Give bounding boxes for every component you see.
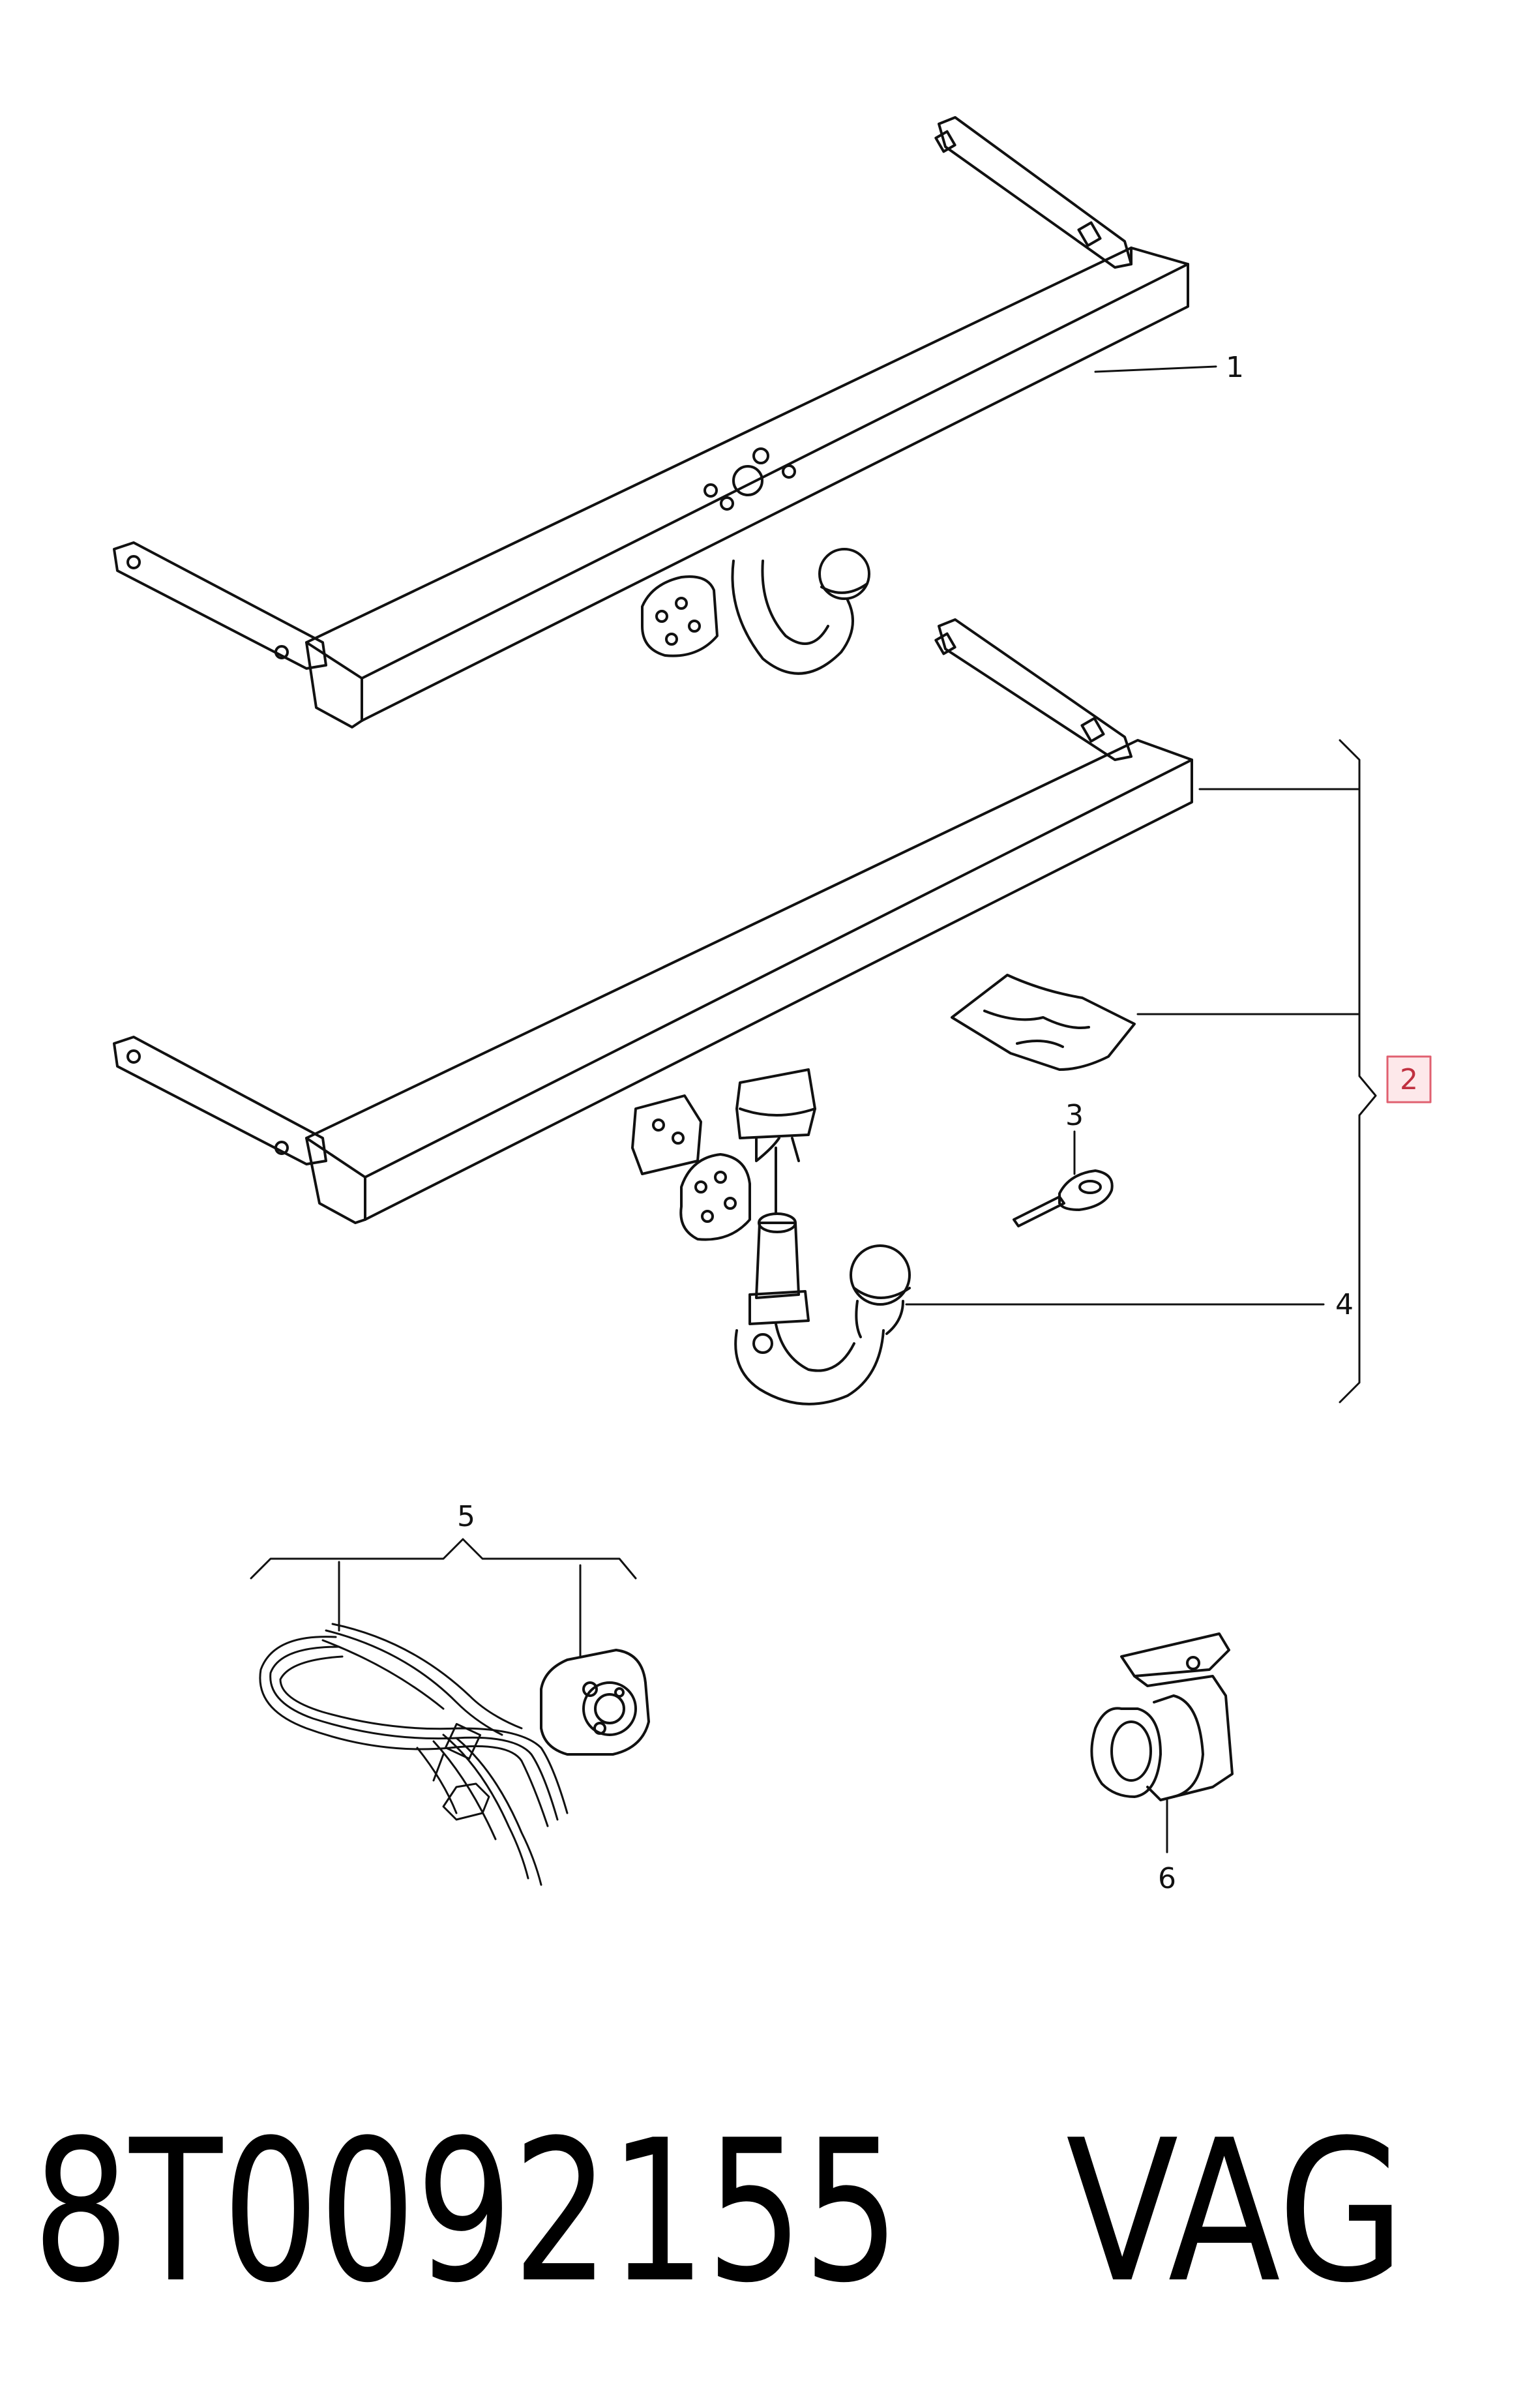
callout-3: 3 [1065, 1099, 1084, 1132]
towball [734, 1212, 911, 1405]
key [1013, 1169, 1114, 1227]
callout-2[interactable]: 2 [1400, 1063, 1418, 1096]
leader-lines [250, 365, 1377, 1854]
callout-labels: 1 2 3 4 5 6 [457, 351, 1432, 1895]
wiring-harness [259, 1623, 569, 1886]
crossmember-lower [113, 618, 1193, 1241]
bolt-bag [951, 974, 1136, 1071]
brand-name: VAG [1066, 2098, 1405, 2326]
part-number: 8T0092155 [33, 2098, 900, 2326]
footer: 8T0092155 VAG [33, 2098, 1405, 2326]
callout-6: 6 [1158, 1862, 1176, 1895]
callout-5: 5 [457, 1500, 475, 1533]
callout-2-box[interactable] [1386, 1055, 1432, 1103]
crossmember-upper [113, 116, 1189, 728]
callout-4: 4 [1335, 1288, 1354, 1321]
adapter-plug [1090, 1632, 1234, 1801]
socket-13pin [540, 1649, 650, 1756]
callout-1: 1 [1226, 351, 1244, 384]
